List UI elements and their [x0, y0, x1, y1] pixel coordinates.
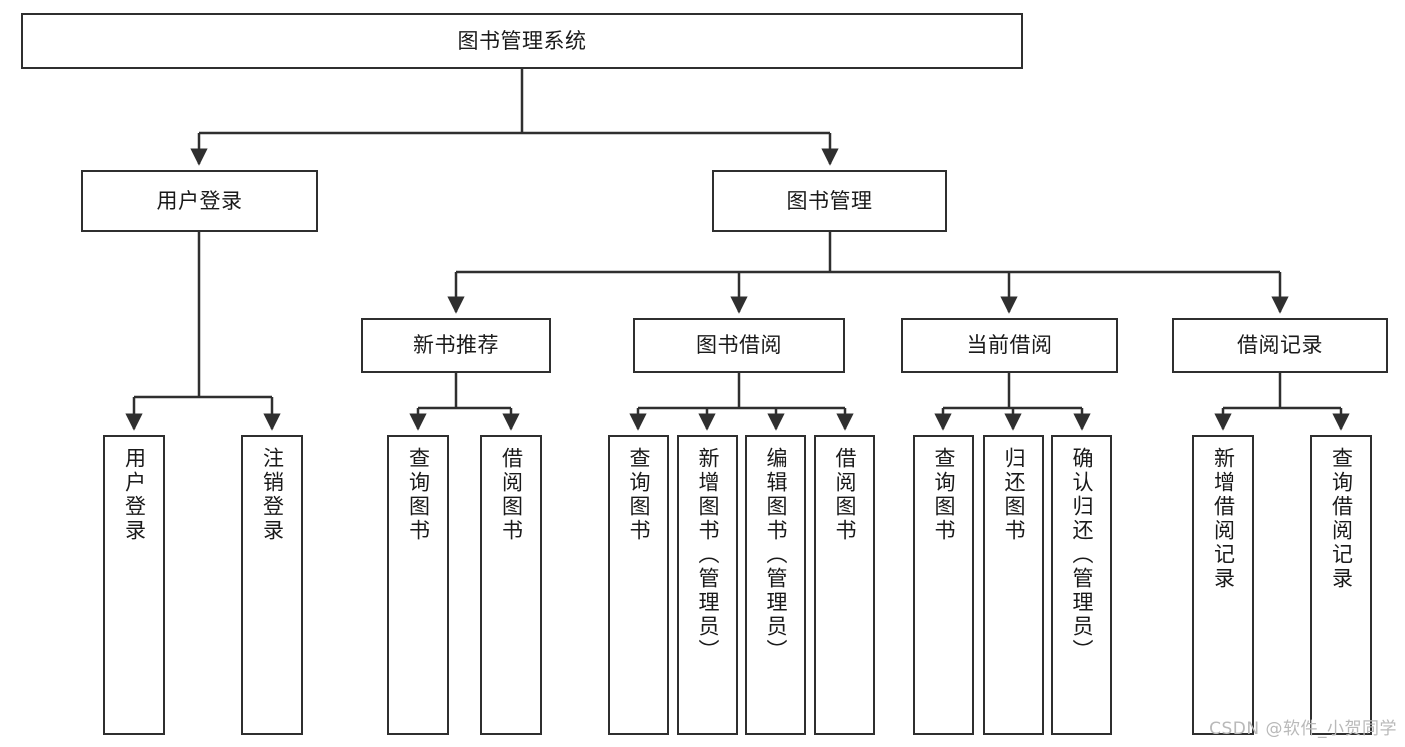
leaf-confirm-return-admin-label: 确认归还（管理员） [1070, 447, 1094, 663]
leaf-confirm-return-admin[interactable]: 确认归还（管理员） [1051, 435, 1112, 735]
leaf-query-book-3[interactable]: 查询图书 [913, 435, 974, 735]
leaf-return-book[interactable]: 归还图书 [983, 435, 1044, 735]
node-root-label: 图书管理系统 [457, 28, 587, 53]
leaf-add-borrow-record[interactable]: 新增借阅记录 [1192, 435, 1254, 735]
node-new-book-recommend-label: 新书推荐 [413, 333, 499, 358]
leaf-query-borrow-record-label: 查询借阅记录 [1329, 447, 1354, 591]
leaf-user-login[interactable]: 用户登录 [103, 435, 165, 735]
leaf-add-borrow-record-label: 新增借阅记录 [1211, 447, 1236, 591]
leaf-query-book-2[interactable]: 查询图书 [608, 435, 669, 735]
leaf-logout[interactable]: 注销登录 [241, 435, 303, 735]
leaf-user-login-label: 用户登录 [122, 447, 147, 543]
leaf-borrow-book-2-label: 借阅图书 [833, 447, 857, 543]
leaf-query-book-3-label: 查询图书 [932, 447, 956, 543]
node-book-borrow[interactable]: 图书借阅 [633, 318, 845, 373]
leaf-borrow-book-1[interactable]: 借阅图书 [480, 435, 542, 735]
leaf-add-book-admin-label: 新增图书（管理员） [696, 447, 720, 663]
node-book-borrow-label: 图书借阅 [696, 333, 782, 358]
leaf-return-book-label: 归还图书 [1002, 447, 1026, 543]
node-user-login[interactable]: 用户登录 [81, 170, 318, 232]
leaf-add-book-admin[interactable]: 新增图书（管理员） [677, 435, 738, 735]
node-root[interactable]: 图书管理系统 [21, 13, 1023, 69]
leaf-query-book-2-label: 查询图书 [627, 447, 651, 543]
node-borrow-record-label: 借阅记录 [1237, 333, 1323, 358]
node-current-borrow-label: 当前借阅 [966, 333, 1053, 358]
node-current-borrow[interactable]: 当前借阅 [901, 318, 1118, 373]
leaf-query-book-1[interactable]: 查询图书 [387, 435, 449, 735]
leaf-query-book-1-label: 查询图书 [406, 447, 431, 543]
node-book-manage-label: 图书管理 [786, 188, 873, 213]
csdn-watermark: CSDN @软件_小贺同学 [1209, 719, 1397, 739]
node-user-login-label: 用户登录 [156, 188, 243, 213]
leaf-edit-book-admin[interactable]: 编辑图书（管理员） [745, 435, 806, 735]
node-book-manage[interactable]: 图书管理 [712, 170, 947, 232]
node-new-book-recommend[interactable]: 新书推荐 [361, 318, 551, 373]
leaf-borrow-book-2[interactable]: 借阅图书 [814, 435, 875, 735]
leaf-logout-label: 注销登录 [260, 447, 285, 543]
leaf-borrow-book-1-label: 借阅图书 [499, 447, 524, 543]
node-borrow-record[interactable]: 借阅记录 [1172, 318, 1388, 373]
leaf-query-borrow-record[interactable]: 查询借阅记录 [1310, 435, 1372, 735]
leaf-edit-book-admin-label: 编辑图书（管理员） [764, 447, 788, 663]
